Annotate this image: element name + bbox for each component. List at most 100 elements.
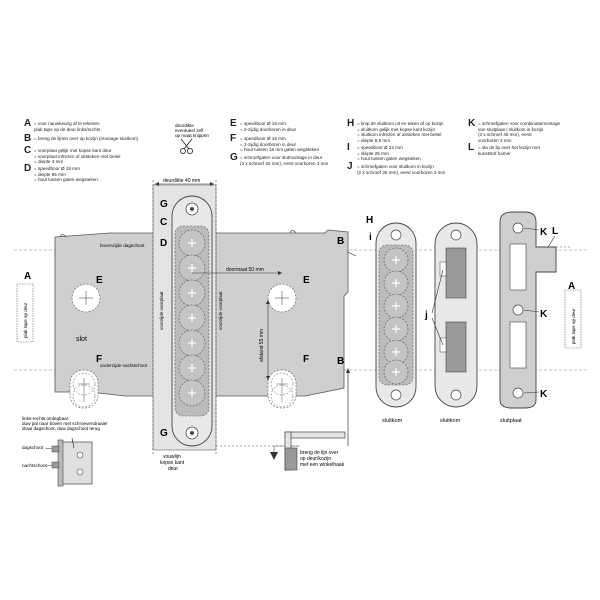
cut-note: deurdikte — [175, 123, 194, 128]
afstand-label: afstand 55 mm — [259, 329, 265, 362]
legend-line: = speedboor Ø 18 mm — [34, 166, 80, 171]
legend-line: = hout tussen 18 mm gaten wegsteken — [240, 147, 320, 153]
marker-F: F — [303, 354, 309, 365]
cut-note: eventueel zelf — [175, 128, 204, 133]
marker-K: K — [540, 309, 548, 320]
drill-holes-F-right — [267, 369, 297, 409]
legend-letter: B — [24, 133, 32, 144]
breng-label: met een winkelhaak — [300, 462, 345, 468]
legend-line: voorboren 3 mm — [478, 137, 512, 143]
legend-line: = sluitkom gelijk met kopse kant kozijn — [357, 126, 435, 132]
omlegbaar-label: draai dagschoot, duw dagschoot terug — [22, 426, 100, 431]
bovenzijde-label: bovenzijde dagschoot — [100, 243, 145, 248]
lock-body-icon — [51, 437, 93, 487]
legend-line: = sluitkom infrezen of uitsteken met bei… — [357, 132, 442, 138]
legend-line: = hout tussen gaten wegsteken — [34, 177, 98, 183]
plak-tape-label: plak tape op deur — [571, 308, 576, 344]
legend-letter: L — [468, 142, 475, 153]
legend-letter: G — [230, 152, 238, 163]
try-square-icon — [284, 431, 346, 471]
legend-line: = speedboor Ø 18 mm — [240, 136, 286, 141]
legend-letter: F — [230, 133, 237, 144]
onderzijde-label: onderzijde nachtschoot — [100, 363, 148, 368]
marker-L: L — [552, 226, 558, 237]
vouwlijn-label: kopse kant — [160, 460, 185, 466]
legend-line: (3 x schroef 45 mm), eerst — [478, 132, 532, 138]
legend-line: = diepte 25 mm — [357, 150, 389, 156]
marker-E: E — [303, 275, 310, 286]
legend-line: = 2-zijdig doorboren in deur — [240, 126, 297, 132]
legend-line: (2 x schroef 35 mm), eerst voorboren 3 m… — [357, 169, 446, 175]
sluitkom-label: sluitkom — [382, 418, 403, 424]
legend-line: = sla de lip over het kozijn met — [478, 145, 540, 150]
legend-line: = diepte 85 mm — [34, 171, 66, 177]
drill-holes-F-left — [69, 369, 99, 409]
legend-line: = schroefgaten voor combinatiemontage — [478, 121, 561, 126]
voorzijde-label: voorzijde voorplaat — [159, 291, 164, 330]
sluitkom-mounted — [434, 222, 478, 408]
omlegbaar-label: duw pal naar boven met schroevendraaier — [22, 421, 108, 426]
marker-B: B — [337, 356, 344, 367]
legend-letter: I — [347, 142, 350, 153]
legend-letter: C — [24, 145, 32, 156]
marker-F: F — [96, 354, 102, 365]
legend-line: = schroefgaten voor slotmontage in deur — [240, 155, 323, 160]
legend-letter: H — [347, 118, 355, 129]
marker-G: G — [160, 199, 168, 210]
vouwlijn-label: vouwlijn — [163, 454, 181, 460]
cut-note: op maat knippen — [175, 133, 209, 138]
drill-holes-D — [174, 225, 210, 417]
legend-line: = voorplaat infrezen of uitsteken met be… — [34, 153, 121, 159]
marker-H: H — [366, 215, 373, 226]
plak-tape-label: plak tape op deur — [23, 302, 28, 338]
marker-B: B — [337, 236, 344, 247]
vouwlijn-label: deur — [168, 466, 178, 472]
doormaat-label: doormaat 50 mm — [226, 267, 264, 273]
sluitplaat — [499, 211, 572, 409]
marker-K: K — [540, 227, 548, 238]
legend-letter: K — [468, 118, 476, 129]
omlegbaar-label: links-rechts omlegbaar: — [22, 416, 70, 421]
legend-letter: E — [230, 118, 237, 129]
legend-line: = speedboor Ø 18 mm — [240, 121, 286, 126]
legend-letter: D — [24, 163, 32, 174]
legend-line: = breng de lijnen over op kozijn (montag… — [34, 136, 139, 141]
legend-line: (2 x schroef 40 mm), eerst voorboren 3 m… — [240, 160, 329, 166]
marker-D: D — [160, 238, 167, 249]
tape-strip-left — [16, 283, 34, 343]
voorzijde-label: voorzijde voorplaat — [218, 291, 223, 330]
marker-E: E — [96, 275, 103, 286]
legend-line: = diepte 3 mm — [34, 159, 64, 165]
sluitkom-template — [375, 222, 417, 408]
marker-J: j — [424, 310, 428, 321]
deurdikte-label: deurdikte 40 mm — [163, 178, 200, 184]
scissors-icon — [179, 138, 194, 155]
legend-line: = voor nauwkeurig af te tekenen — [34, 121, 100, 126]
legend-letter: J — [347, 161, 353, 172]
legend-line: kunststof hamer — [478, 150, 511, 156]
sluitplaat-label: sluitplaat — [500, 418, 522, 424]
legend-line: plak tape op de deur links/rechts — [34, 126, 101, 132]
dagschoot-label: dagschoot — [22, 445, 44, 450]
legend-line: = hout tussen gaten wegsteken — [357, 156, 421, 162]
marker-A: A — [568, 281, 575, 292]
nachtschoot-label: nachtschoot — [22, 463, 47, 468]
legend-line: = voorplaat gelijk met kopse kant deur — [34, 148, 112, 153]
breng-label: op deur/kozijn — [300, 456, 331, 462]
marker-I: i — [369, 232, 372, 243]
marker-A: A — [24, 271, 31, 282]
legend-letter: A — [24, 118, 32, 129]
breng-label: breng de lijn over — [300, 450, 339, 456]
marker-C: C — [160, 217, 167, 228]
legend-line: = 2-zijdig doorboren in deur — [240, 141, 297, 147]
marker-G: G — [160, 428, 168, 439]
legend-line: = speedboor Ø 22 mm — [357, 145, 403, 150]
tape-strip-right — [564, 289, 582, 349]
slot-label: slot — [76, 336, 87, 343]
legend-line: = schroefgaten voor sluitkom in kozijn — [357, 164, 434, 169]
legend-line: van sluitplaat / sluitkom in kozijn — [478, 126, 544, 132]
legend-line: = knip de sluitkom uit en teken af op ko… — [357, 121, 444, 126]
marker-K: K — [540, 389, 548, 400]
sluitkom-label: sluitkom — [440, 418, 461, 424]
